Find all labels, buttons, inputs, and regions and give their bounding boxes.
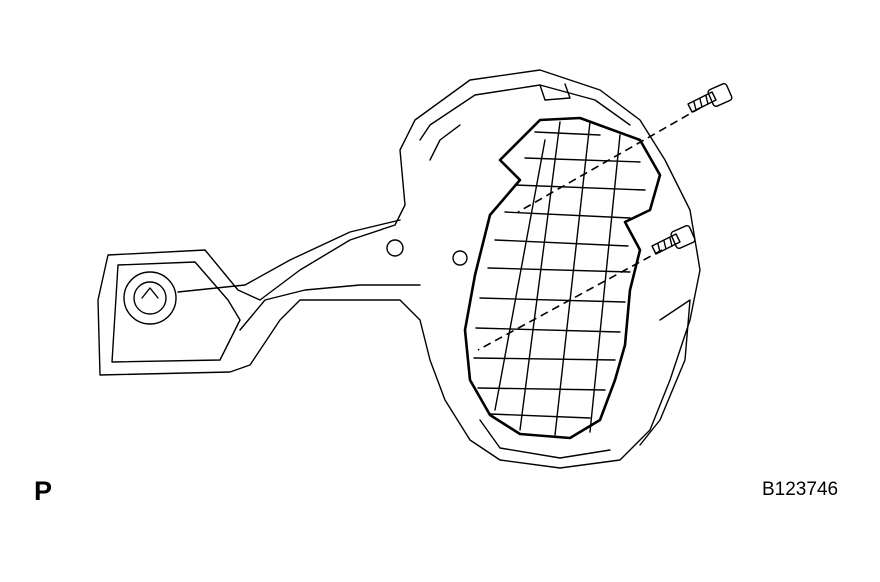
pedal-bracket-illustration (97, 69, 701, 469)
bolt-guide-line-upper (517, 107, 701, 213)
bolt-icon (687, 82, 733, 113)
figure-id: B123746 (762, 479, 839, 500)
bolt-icon (651, 224, 696, 255)
bolt-guide-line-lower (477, 249, 663, 351)
diagram-code-letter: P (34, 476, 53, 506)
pedal-pad-illustration (463, 116, 662, 440)
